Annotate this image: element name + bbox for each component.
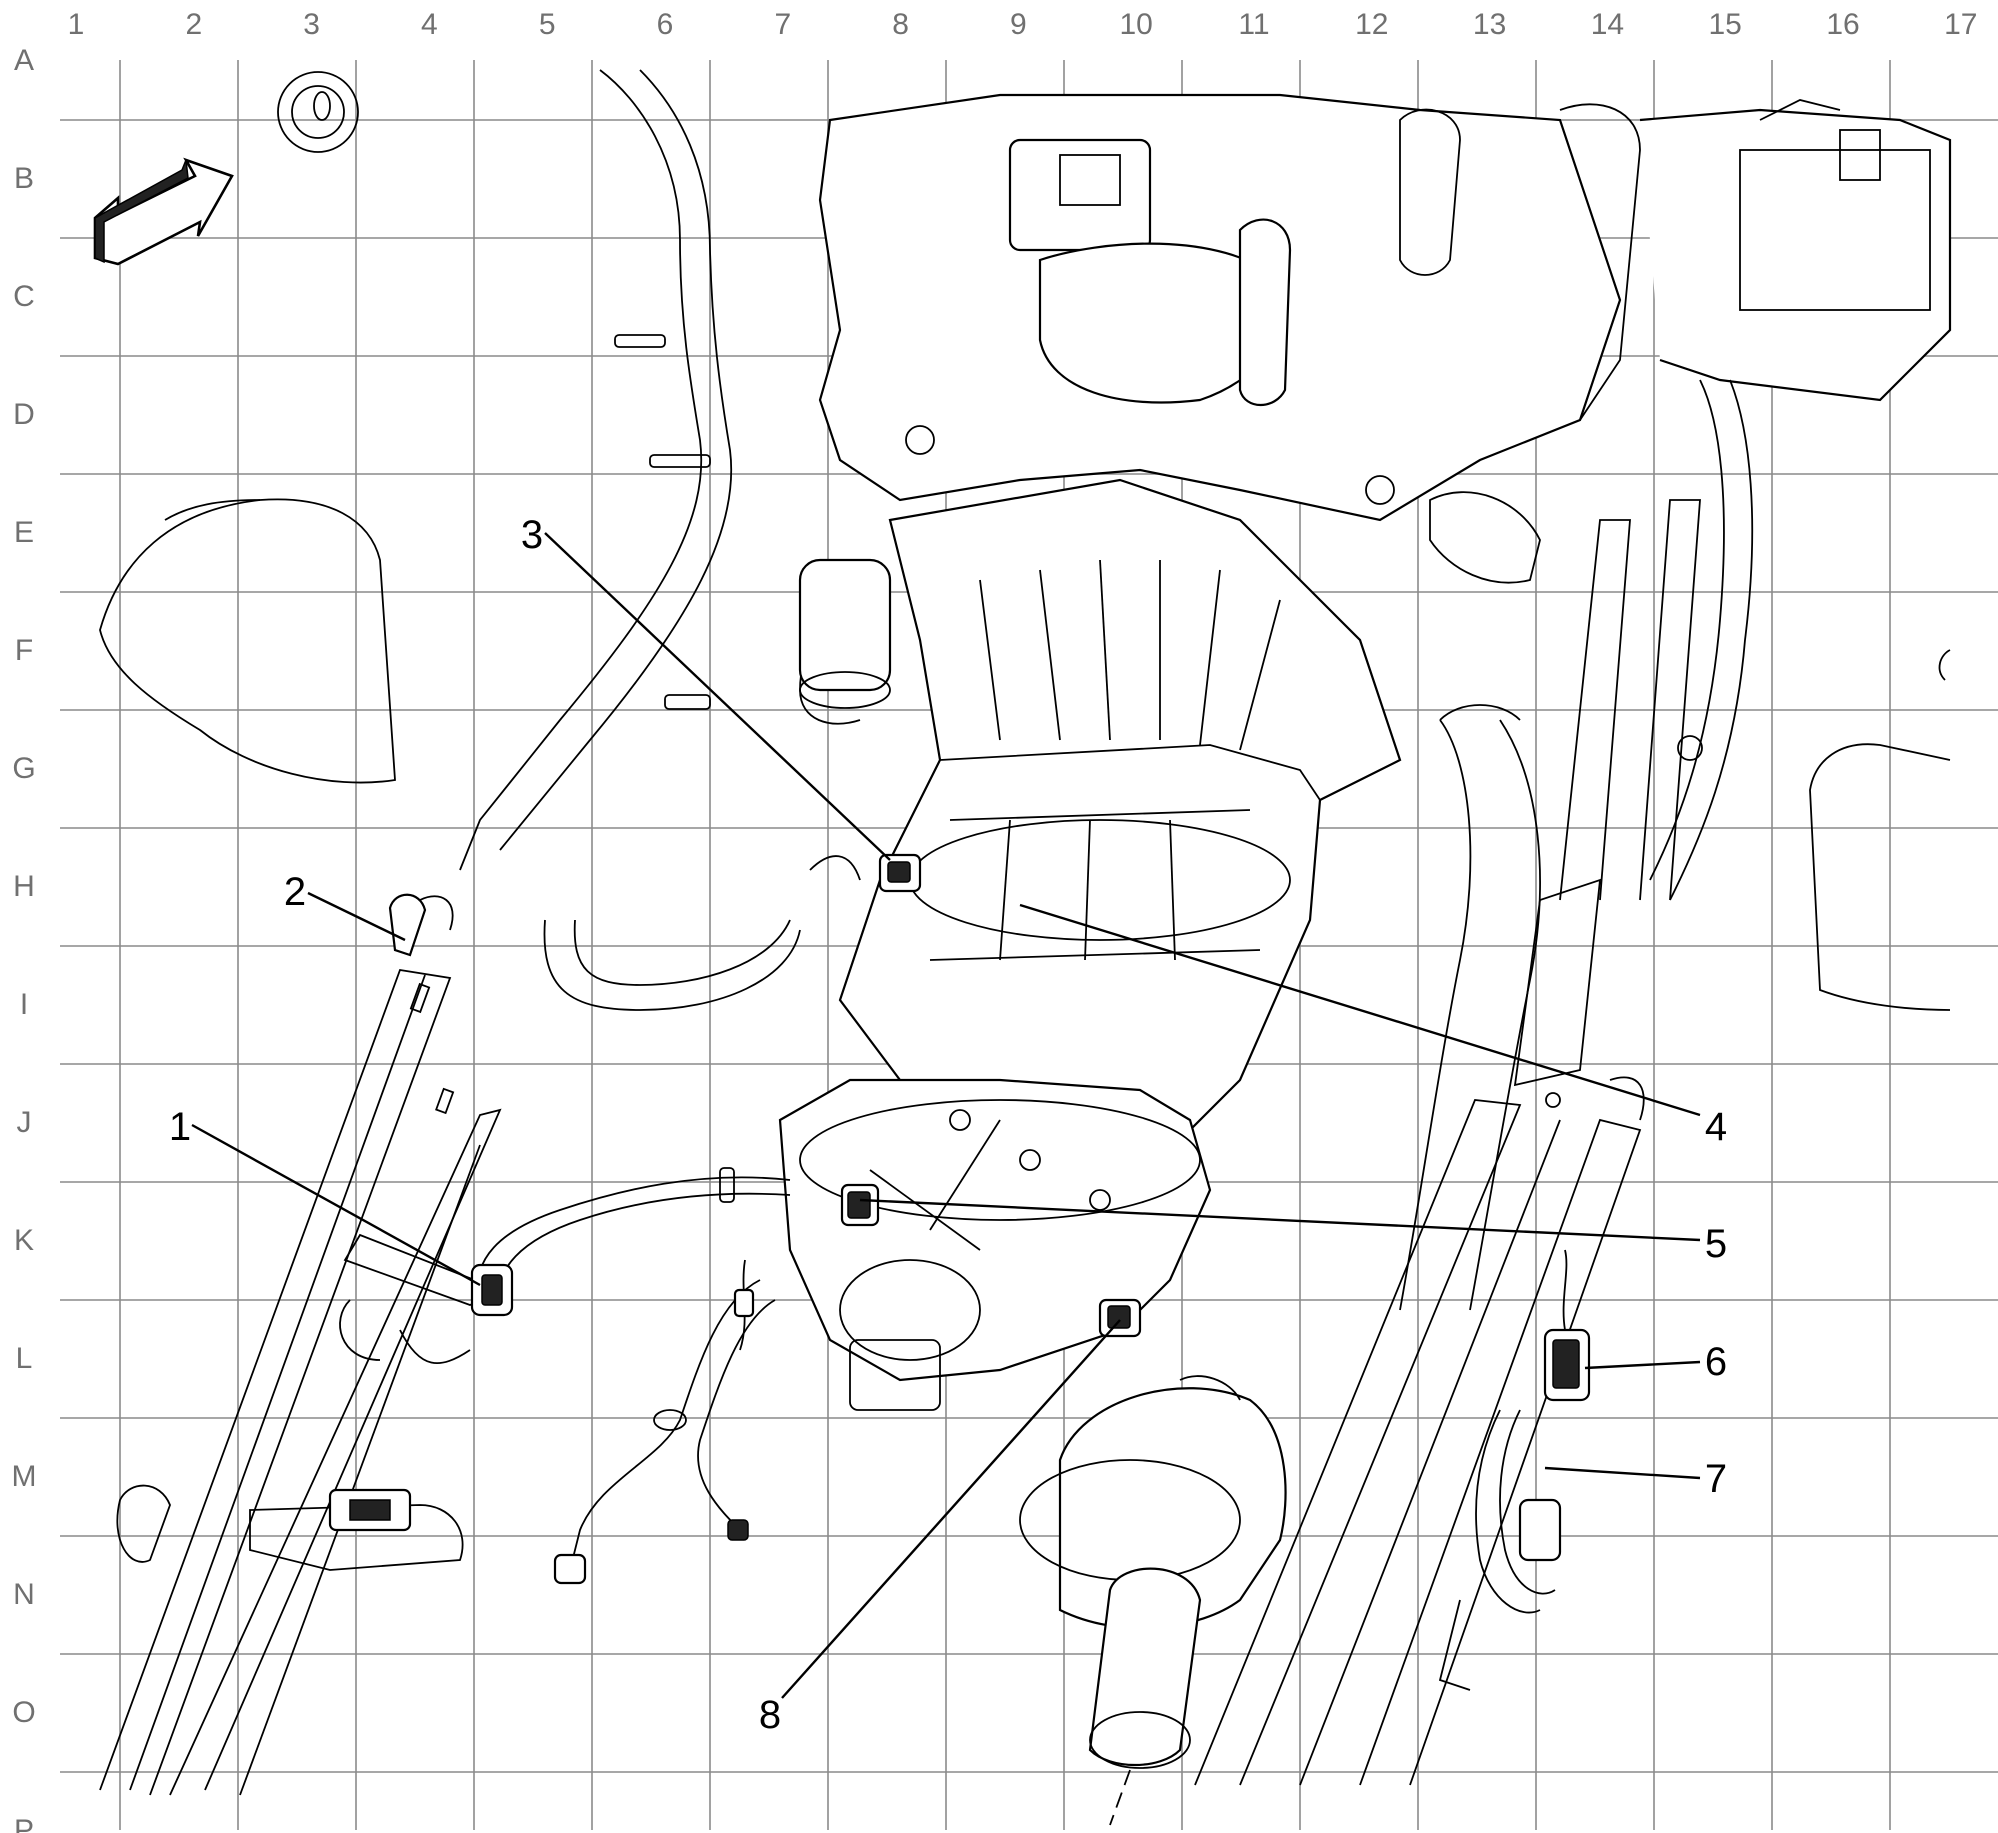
column-label: 10 [1120, 8, 1153, 41]
row-label: E [14, 516, 34, 549]
callout-layer: 1 2 3 4 5 6 7 8 [169, 513, 1727, 1737]
lower-harness-branch [553, 1259, 776, 1585]
column-label: 11 [1238, 8, 1269, 41]
callout-3-leader-line [544, 532, 891, 861]
connector-8-icon [1098, 1298, 1142, 1338]
connector-1-icon [470, 1263, 514, 1317]
callout-7-leader-line [1544, 1466, 1701, 1480]
row-label: O [12, 1696, 35, 1729]
catalytic-converter [1019, 1375, 1287, 1826]
row-label: C [13, 280, 35, 313]
row-label: L [16, 1342, 33, 1375]
callout-6-leader-line [1584, 1360, 1701, 1370]
left-frame-rail [99, 968, 503, 1796]
callout-3-label: 3 [521, 513, 543, 557]
lower-crossmember [249, 1488, 464, 1571]
callout-2-leader-line [307, 891, 406, 942]
column-label: 15 [1709, 8, 1742, 41]
column-label: 3 [303, 8, 320, 41]
left-wheelwell-outline [99, 498, 396, 784]
row-label: F [15, 634, 33, 667]
column-label: 12 [1355, 8, 1388, 41]
column-label: 14 [1591, 8, 1624, 41]
callout-4-label: 4 [1705, 1105, 1727, 1149]
callout-7-label: 7 [1705, 1457, 1727, 1501]
row-label: A [14, 44, 34, 77]
row-label: N [13, 1578, 35, 1611]
column-label: 9 [1010, 8, 1027, 41]
row-label: K [14, 1224, 34, 1257]
callout-8-leader-line [781, 1319, 1121, 1699]
callout-5-label: 5 [1705, 1222, 1727, 1266]
column-label: 6 [657, 8, 674, 41]
callout-5-leader-line [859, 1198, 1701, 1242]
column-label: 4 [421, 8, 438, 41]
connector-3-icon [878, 853, 922, 893]
right-exhaust-pipe [1399, 704, 1541, 1311]
right-wheelwell-outline [1809, 649, 1951, 1011]
transfer-case [778, 1078, 1212, 1411]
callout-1-label: 1 [169, 1105, 191, 1149]
column-label: 13 [1473, 8, 1506, 41]
transmission-assembly [798, 478, 1402, 1132]
right-side-harness [1649, 379, 1754, 901]
left-k-harness [339, 1167, 791, 1364]
row-label: J [17, 1106, 32, 1139]
column-label: 16 [1826, 8, 1859, 41]
column-label: 17 [1944, 8, 1977, 41]
row-label: P [14, 1814, 34, 1833]
callout-2-label: 2 [284, 870, 306, 914]
harness-7 [1438, 1409, 1562, 1691]
left-exhaust-pipe [459, 69, 733, 871]
callout-8-label: 8 [759, 1693, 781, 1737]
column-label: 2 [185, 8, 202, 41]
column-label: 8 [892, 8, 909, 41]
row-label: D [13, 398, 35, 431]
connector-5-icon [840, 1183, 880, 1227]
callout-4-leader-line [1019, 903, 1701, 1117]
callout-1-leader-line [191, 1123, 481, 1287]
left-harness-loop [543, 855, 861, 1011]
column-label: 5 [539, 8, 556, 41]
row-label: M [12, 1460, 37, 1493]
callout-6-label: 6 [1705, 1340, 1727, 1384]
row-label: B [14, 162, 34, 195]
row-label: I [20, 988, 28, 1021]
column-label: 1 [68, 8, 85, 41]
column-label: 7 [774, 8, 791, 41]
row-label: H [13, 870, 35, 903]
front-direction-arrow-icon [93, 157, 234, 266]
connector-6-icon [1543, 1249, 1591, 1402]
grommet-ring [277, 71, 359, 153]
row-label: G [12, 752, 35, 785]
engine-assembly [818, 93, 1952, 584]
connector-2-icon [388, 893, 454, 957]
